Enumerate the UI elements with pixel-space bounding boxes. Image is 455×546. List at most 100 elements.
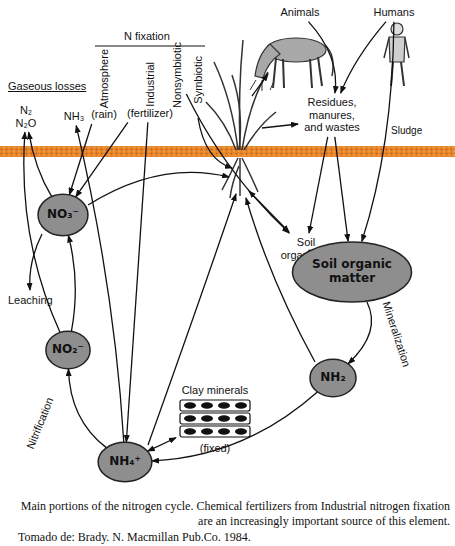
flow-arrow (335, 137, 348, 241)
node-text: Humans (374, 6, 415, 19)
flow-arrow (69, 124, 91, 195)
annotation-label: Nitrification (24, 396, 56, 451)
node-text: NO₃⁻ (47, 208, 79, 222)
flow-arrow (148, 438, 176, 451)
residue-pool: Residues, manures, and wastes (300, 96, 364, 134)
node-text: (rain) (91, 108, 117, 121)
flow-arrow (29, 132, 52, 196)
horse-leg (273, 58, 276, 88)
fixed-ion (235, 428, 247, 435)
nitrate-uptake-arrow (88, 172, 229, 205)
edge-label: Sludge (391, 125, 422, 136)
fixed-ion (201, 428, 213, 435)
clay-sheet (180, 426, 250, 437)
clay-sheet (180, 413, 250, 424)
consumer-label: Animals (280, 6, 319, 19)
grass-blade (244, 112, 276, 150)
flow-arrow (76, 126, 124, 442)
fixed-ion (235, 402, 247, 409)
annotation-label: Leaching (8, 294, 53, 306)
node-text: Soil organic matter (310, 258, 394, 286)
fixation-source: Symbiotic (192, 56, 205, 104)
node-text: NO₂⁻ (52, 343, 84, 357)
grazing-arrow (252, 74, 268, 96)
pool-ellipse (292, 242, 411, 302)
fixation-source: Nonsymbiotic (171, 42, 184, 108)
flow-arrow (309, 137, 328, 233)
annotation-label: Gaseous losses (8, 80, 86, 92)
node-text: Residues, manures, and wastes (300, 96, 364, 134)
ammonium-uptake-arrow (148, 194, 236, 445)
pool-ellipse (98, 442, 152, 481)
fixed-ion (201, 415, 213, 422)
human-arms (384, 38, 409, 58)
node-text: (fixed) (200, 442, 231, 455)
plant-root (239, 158, 241, 196)
amine-pool: NH₂ (309, 358, 357, 398)
nitrite-pool: NO₂⁻ (45, 330, 91, 370)
flow-arrow (76, 122, 128, 197)
fixed-ion (235, 415, 247, 422)
human-body (389, 37, 405, 62)
plant-root (230, 166, 239, 198)
node-text: Symbiotic (192, 56, 205, 104)
node-text: N₂ (20, 104, 32, 117)
flow-arrow (362, 22, 394, 242)
residue-arrow (262, 124, 298, 128)
pool-ellipse (310, 359, 356, 397)
plant-root (242, 158, 258, 192)
flow-arrow (68, 369, 106, 448)
horse-leg (283, 59, 284, 88)
soil-surface-band (0, 146, 455, 157)
fixed-ion (201, 402, 213, 409)
fixation-source: Atmosphere(rain) (91, 49, 117, 121)
fixed-ion (184, 428, 196, 435)
node-text: Nonsymbiotic (171, 42, 184, 108)
node-text: Clay minerals (182, 384, 249, 397)
horse-leg (310, 59, 312, 88)
pool-ellipse (38, 194, 88, 235)
flow-arrow (341, 22, 386, 93)
node-text: Industrial (144, 62, 157, 107)
node-text: N₂O (16, 117, 37, 130)
flow-leaders (30, 74, 315, 445)
consumer-label: Humans (374, 6, 415, 19)
flow-arrow (152, 392, 317, 461)
fixed-ion (184, 402, 196, 409)
flow-arrow (126, 122, 148, 442)
fixation-source: Industrial(fertilizer) (127, 62, 173, 119)
horse-legs (273, 57, 322, 88)
flow-arrow (186, 94, 289, 233)
gas-product: N₂N₂O (16, 104, 37, 129)
nitrate-pool: NO₃⁻ (37, 193, 89, 237)
organic-matter-pool: Soil organic matter (290, 240, 414, 304)
clay-sheet (180, 400, 250, 411)
fixation-bracket (95, 46, 205, 47)
horse-illustration (250, 38, 333, 91)
clay-minerals: Clay minerals (fixed) (179, 384, 251, 454)
grass-blade (214, 62, 238, 150)
annotation-label: Tomado de: Brady. N. Macmillan Pub.Co. 1… (18, 530, 251, 545)
fixed-ion (218, 428, 230, 435)
node-text: Atmosphere (98, 49, 111, 108)
grass-blade (242, 72, 268, 150)
fixed-ion (218, 402, 230, 409)
grass-blade (206, 102, 236, 150)
annotation-label: N fixation (124, 30, 170, 42)
node-text: NH₄⁺ (109, 455, 141, 469)
flow-arrow (308, 22, 335, 93)
annotation-label: Mineralization (381, 300, 413, 368)
node-text: (fertilizer) (127, 107, 173, 120)
fixed-ion (184, 415, 196, 422)
clay-layers (179, 399, 251, 440)
gas-product: NH₃ (64, 110, 84, 123)
ammonium-pool: NH₄⁺ (97, 441, 153, 483)
grass-blade (232, 75, 240, 150)
fixed-ion (218, 415, 230, 422)
figure-caption: Main portions of the nitrogen cycle. Che… (14, 499, 450, 529)
flow-arrow (348, 302, 371, 364)
horse-leg (318, 57, 322, 86)
pool-ellipse (46, 331, 90, 369)
node-text: Animals (280, 6, 319, 19)
